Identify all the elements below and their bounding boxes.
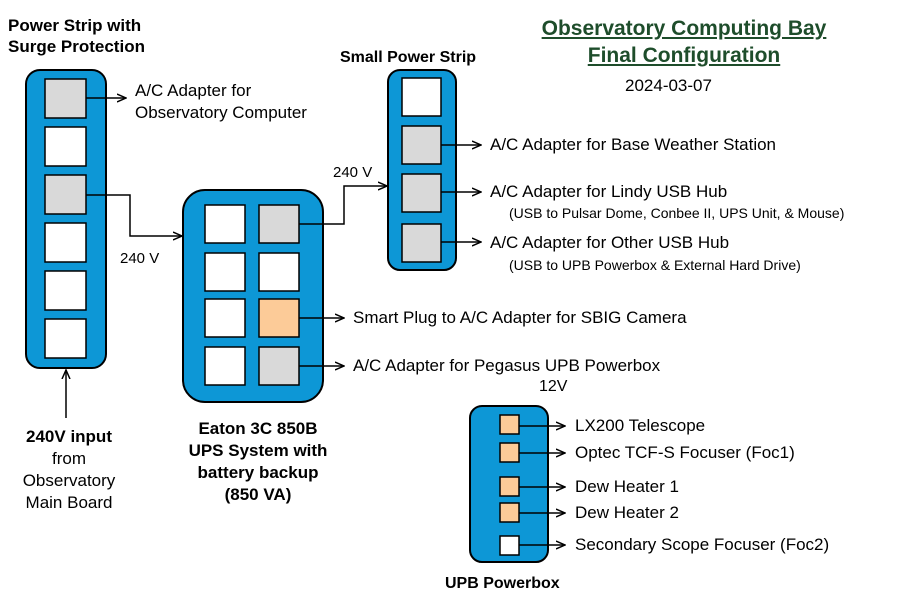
strip-outlet-5 (44, 270, 87, 311)
lindy-sub-label: (USB to Pulsar Dome, Conbee II, UPS Unit… (509, 205, 845, 221)
ups-title-line2: UPS System with (188, 441, 328, 460)
upb-port-2 (499, 442, 520, 463)
ups-outlet-8 (258, 346, 300, 386)
sbig-label: Smart Plug to A/C Adapter for SBIG Camer… (353, 308, 687, 327)
ups-outlet-4 (258, 252, 300, 292)
upb-adapter-label: A/C Adapter for Pegasus UPB Powerbox (353, 356, 661, 375)
weather-label: A/C Adapter for Base Weather Station (490, 135, 777, 154)
upb-port-3 (499, 476, 520, 497)
ups-box (182, 189, 324, 403)
ups-outlet-3 (204, 252, 246, 292)
upb-port-5 (499, 535, 520, 556)
power-strip-surge (25, 69, 107, 369)
title-line-1: Observatory Computing Bay (541, 17, 827, 40)
date-label: 2024-03-07 (625, 76, 712, 95)
ups-title: Eaton 3C 850B UPS System with battery ba… (168, 418, 348, 506)
title-line-2: Final Configuration (587, 44, 781, 67)
small-strip-title: Small Power Strip (340, 49, 477, 66)
input-line4: Main Board (25, 493, 113, 512)
upb-voltage: 12V (539, 378, 568, 395)
upb-port-label-3: Dew Heater 1 (575, 477, 679, 496)
upb-port-label-4: Dew Heater 2 (575, 503, 679, 522)
upb-powerbox (469, 405, 549, 563)
lindy-label: A/C Adapter for Lindy USB Hub (490, 182, 728, 201)
small-outlet-3 (401, 173, 442, 213)
diagram-title: Observatory Computing Bay Final Configur… (504, 15, 864, 69)
ups-outlet-5 (204, 298, 246, 338)
arrow-strip-to-ups (86, 194, 182, 236)
power-strip-title: Power Strip with Surge Protection (8, 15, 145, 57)
observatory-computer-line1: A/C Adapter for (135, 81, 252, 100)
arrow-ups-to-small-strip (299, 186, 387, 225)
input-line1: 240V input (26, 427, 112, 446)
strip-outlet-2 (44, 126, 87, 167)
ups-outlet-2 (258, 204, 300, 244)
upb-port-label-1: LX200 Telescope (575, 416, 706, 435)
voltage-to-ups: 240 V (120, 250, 160, 267)
voltage-to-small-strip: 240 V (333, 164, 373, 181)
ups-title-line3: battery backup (197, 463, 319, 482)
small-outlet-4 (401, 223, 442, 263)
small-power-strip (387, 69, 457, 271)
small-outlet-1 (401, 77, 442, 117)
ups-outlet-1 (204, 204, 246, 244)
observatory-computer-label: A/C Adapter for Observatory Computer (135, 80, 307, 124)
other-hub-label: A/C Adapter for Other USB Hub (490, 233, 730, 252)
ups-title-line1: Eaton 3C 850B (198, 419, 318, 438)
ups-title-line4: (850 VA) (224, 485, 292, 504)
observatory-computer-line2: Observatory Computer (135, 103, 307, 122)
strip-outlet-4 (44, 222, 87, 263)
strip-outlet-1 (44, 78, 87, 119)
strip-outlet-3 (44, 174, 87, 215)
other-hub-sub-label: (USB to UPB Powerbox & External Hard Dri… (509, 257, 801, 273)
ups-outlet-7 (204, 346, 246, 386)
power-strip-title-line2: Surge Protection (8, 37, 145, 56)
upb-title: UPB Powerbox (445, 575, 560, 592)
strip-outlet-6 (44, 318, 87, 359)
upb-port-label-5: Secondary Scope Focuser (Foc2) (575, 535, 830, 554)
upb-port-1 (499, 414, 520, 435)
connectors (66, 98, 565, 545)
input-label: 240V input from Observatory Main Board (6, 426, 132, 514)
input-line2: from (52, 449, 86, 468)
upb-port-4 (499, 502, 520, 523)
input-line3: Observatory (22, 471, 116, 490)
power-strip-title-line1: Power Strip with (8, 16, 142, 35)
upb-port-label-2: Optec TCF-S Focuser (Foc1) (575, 443, 795, 462)
small-outlet-2 (401, 125, 442, 165)
ups-outlet-6 (258, 298, 300, 338)
